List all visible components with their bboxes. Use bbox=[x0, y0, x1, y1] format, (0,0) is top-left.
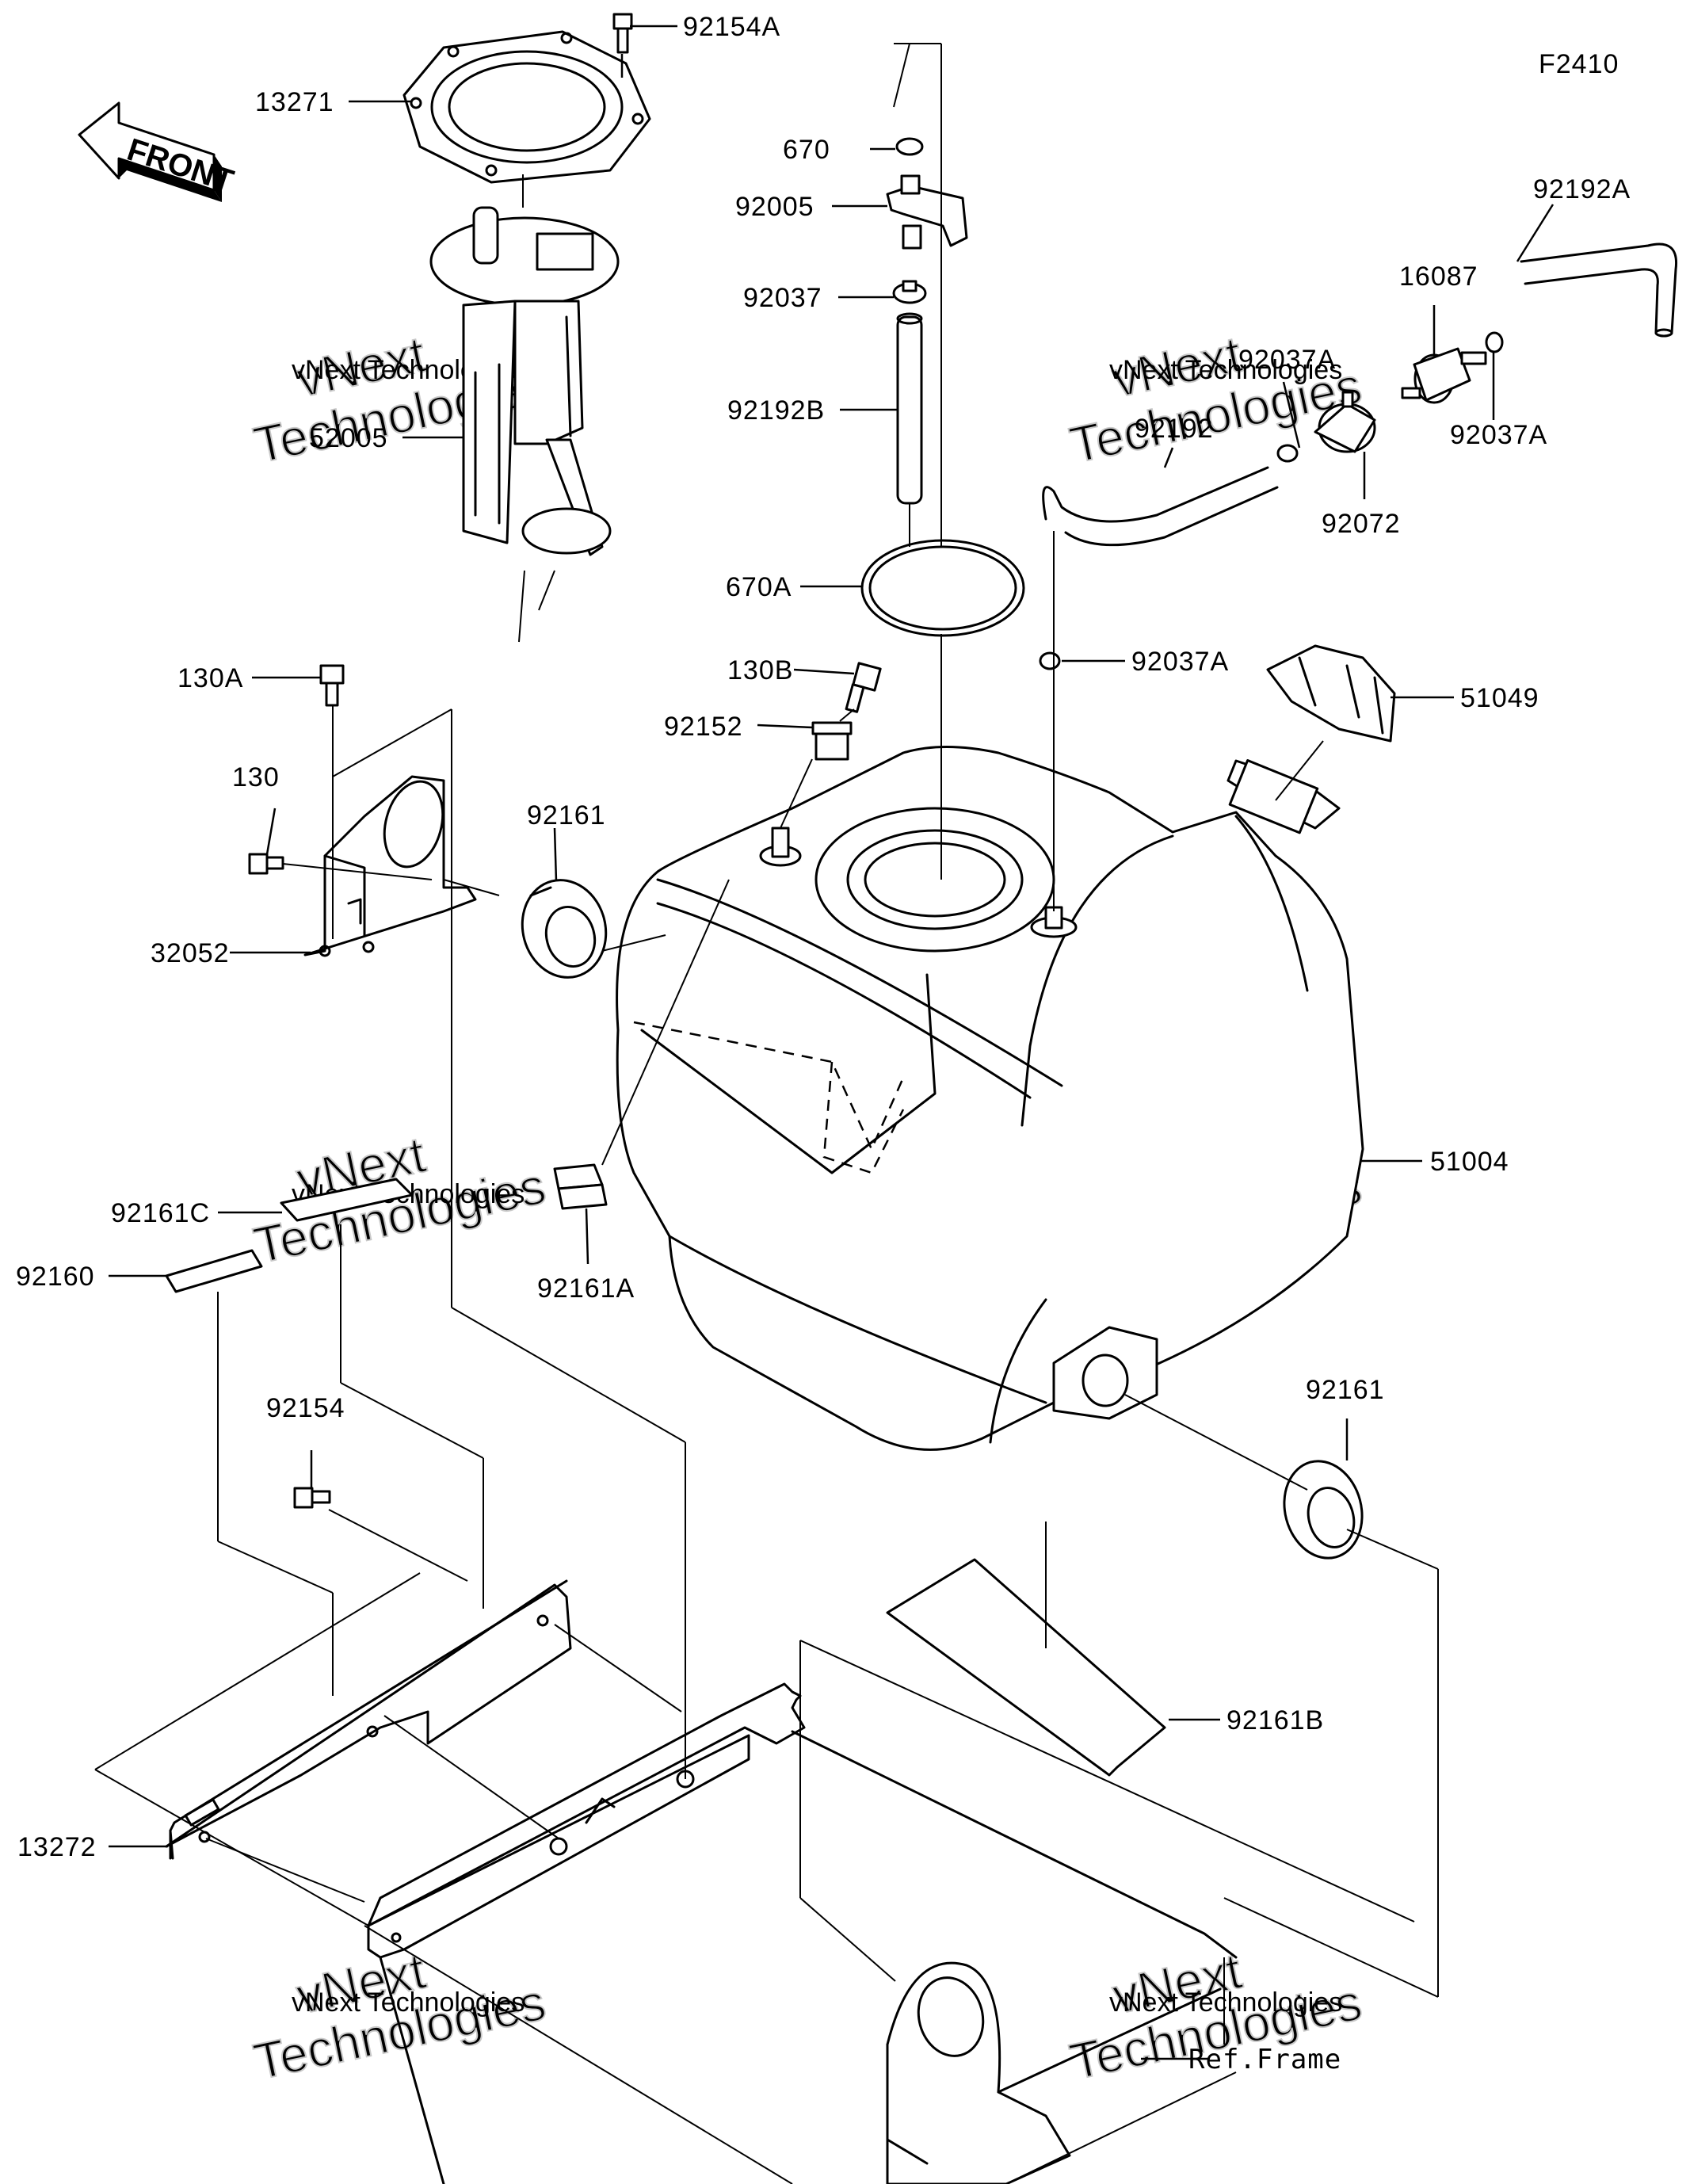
part-label-92161: 92161 bbox=[527, 800, 606, 830]
part-label-92005: 92005 bbox=[735, 192, 814, 222]
part-label-92154: 92154 bbox=[266, 1393, 345, 1423]
grommet-92161A-icon bbox=[553, 1163, 608, 1210]
gasket-plate-13271 bbox=[402, 30, 651, 184]
part-label-92161A: 92161A bbox=[537, 1273, 635, 1304]
part-label-670: 670 bbox=[783, 135, 830, 165]
part-label-92037A: 92037A bbox=[1131, 647, 1229, 677]
part-label-51004: 51004 bbox=[1430, 1147, 1509, 1177]
part-label-92072: 92072 bbox=[1322, 509, 1401, 539]
bolt-130-icon bbox=[248, 853, 284, 875]
pad-92161C-icon bbox=[280, 1178, 414, 1222]
front-arrow-icon: FRONT bbox=[78, 101, 238, 202]
part-label-92161C: 92161C bbox=[111, 1198, 210, 1228]
pad-92161B-icon bbox=[886, 1558, 1166, 1777]
part-label-92154A: 92154A bbox=[683, 12, 780, 42]
vent-joint-92072 bbox=[1314, 391, 1376, 453]
part-label-92192A: 92192A bbox=[1533, 174, 1631, 204]
collar-92152-icon bbox=[811, 721, 853, 761]
hose-92192B bbox=[896, 312, 923, 505]
fuel-tank-51004 bbox=[616, 746, 1364, 1451]
watermark-small: vNext Technologies bbox=[1109, 1987, 1342, 2018]
part-label-92192: 92192 bbox=[1135, 414, 1214, 444]
oring-670A bbox=[860, 539, 1025, 637]
ref-frame-label: Ref.Frame bbox=[1188, 2044, 1341, 2075]
frame-13272 bbox=[165, 1579, 1238, 2184]
part-label-13271: 13271 bbox=[255, 87, 334, 117]
part-label-51049: 51049 bbox=[1460, 683, 1539, 713]
watermark-small: vNext Technologies bbox=[292, 1987, 525, 2018]
bolt-92154A-icon bbox=[612, 13, 633, 54]
fuel-pump-52005 bbox=[429, 206, 620, 556]
part-label-670A: 670A bbox=[726, 572, 792, 602]
watermark-small: vNext Technologies bbox=[1109, 355, 1342, 385]
grommet-92161-lower bbox=[1283, 1460, 1364, 1560]
hose-92192A bbox=[1520, 242, 1678, 338]
leader-lines bbox=[94, 25, 1555, 2184]
part-label-92037A: 92037A bbox=[1450, 420, 1547, 450]
part-label-92037A: 92037A bbox=[1238, 345, 1336, 375]
part-label-92037: 92037 bbox=[743, 283, 822, 313]
part-label-130B: 130B bbox=[727, 655, 793, 685]
part-label-92192B: 92192B bbox=[727, 395, 825, 426]
valve-92005 bbox=[886, 174, 968, 250]
part-label-16087: 16087 bbox=[1399, 262, 1478, 292]
hose-92192 bbox=[1042, 466, 1279, 547]
part-labels: 92154A 13271 52005 670 92005 92037 92192… bbox=[16, 12, 1631, 2075]
filter-16087 bbox=[1401, 347, 1487, 404]
part-label-13272: 13272 bbox=[17, 1832, 97, 1862]
part-label-92152: 92152 bbox=[664, 712, 743, 742]
bolt-130B-icon bbox=[845, 662, 882, 713]
part-label-130: 130 bbox=[232, 762, 280, 792]
part-label-130A: 130A bbox=[177, 663, 243, 693]
part-label-92160: 92160 bbox=[16, 1262, 95, 1292]
part-label-92161B: 92161B bbox=[1226, 1705, 1324, 1735]
fuel-cap-51049 bbox=[1266, 644, 1396, 743]
part-label-92161: 92161 bbox=[1306, 1375, 1385, 1405]
figure-code: F2410 bbox=[1539, 49, 1619, 79]
oring-670-icon bbox=[895, 137, 924, 156]
part-label-32052: 32052 bbox=[151, 938, 230, 968]
clamp-92037-icon bbox=[892, 280, 927, 304]
grommet-92161-upper bbox=[521, 879, 608, 979]
bolt-130A-icon bbox=[319, 664, 345, 707]
bolt-92154-icon bbox=[293, 1487, 331, 1509]
part-label-52005: 52005 bbox=[309, 423, 388, 453]
pad-92160-icon bbox=[165, 1249, 263, 1293]
bracket-32052 bbox=[303, 775, 477, 957]
